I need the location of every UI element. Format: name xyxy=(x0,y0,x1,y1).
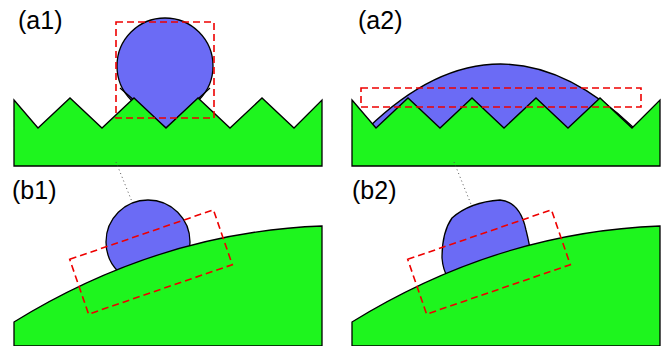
dashed-box xyxy=(70,210,233,314)
panel-label: (b1) xyxy=(12,178,56,203)
panel-label: (b2) xyxy=(352,178,396,203)
dashed-box xyxy=(116,22,214,118)
panel-a1 xyxy=(14,18,322,166)
panel-a2 xyxy=(352,64,660,166)
dashed-box xyxy=(408,210,571,314)
panel-label: (a1) xyxy=(18,8,62,33)
panel-b1 xyxy=(14,162,322,346)
rough-surface xyxy=(14,98,322,166)
panel-label: (a2) xyxy=(358,8,402,33)
dashed-box xyxy=(361,88,641,107)
panel-b2 xyxy=(352,162,660,346)
rough-surface xyxy=(352,98,660,166)
